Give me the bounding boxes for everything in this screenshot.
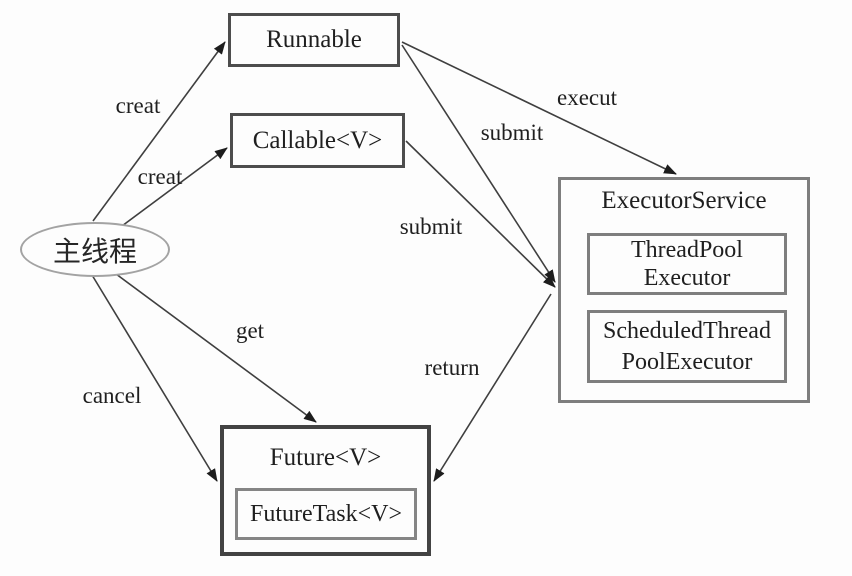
edge-cancel-line	[91, 274, 218, 482]
node-thread-pool-executor-label-line2: Executor	[643, 265, 731, 291]
edge-label-creat-callable: creat	[137, 164, 183, 189]
edge-submit-runnable-line	[401, 44, 556, 283]
node-callable-label: Callable<V>	[252, 126, 383, 154]
edge-label-get: get	[235, 318, 265, 343]
node-scheduled-thread-pool-executor-label-line2: PoolExecutor	[621, 348, 753, 375]
node-future-label: Future<V>	[269, 444, 382, 471]
edge-label-cancel: cancel	[82, 383, 142, 408]
node-thread-pool-executor-label-line1: ThreadPool	[631, 237, 743, 263]
node-future-task: FutureTask<V>	[235, 488, 417, 540]
edge-creat-callable-line	[121, 147, 228, 227]
node-callable: Callable<V>	[230, 113, 405, 168]
node-future: Future<V> FutureTask<V>	[220, 425, 431, 556]
node-thread-pool-executor: ThreadPool Executor	[587, 233, 787, 295]
node-runnable-label: Runnable	[266, 26, 362, 53]
node-main-thread-label: 主线程	[52, 236, 137, 268]
edge-execut-line	[401, 41, 677, 175]
node-scheduled-thread-pool-executor-label-line1: ScheduledThread	[603, 317, 771, 344]
edge-label-submit-callable: submit	[399, 214, 463, 239]
edge-label-creat-runnable: creat	[115, 93, 161, 118]
edge-label-return: return	[424, 355, 480, 380]
edge-return-line	[433, 293, 552, 482]
node-runnable: Runnable	[228, 13, 400, 67]
node-executor-service: ExecutorService ThreadPool Executor Sche…	[558, 177, 810, 403]
edge-submit-callable-line	[405, 140, 556, 288]
edge-creat-runnable-line	[92, 41, 226, 222]
node-scheduled-thread-pool-executor: ScheduledThread PoolExecutor	[587, 310, 787, 383]
node-executor-service-label: ExecutorService	[601, 187, 767, 214]
edge-label-submit-runnable: submit	[480, 120, 544, 145]
node-main-thread: 主线程	[20, 222, 170, 277]
edge-get-line	[111, 270, 317, 423]
node-future-task-label: FutureTask<V>	[249, 500, 403, 527]
edge-label-execut: execut	[556, 85, 618, 110]
